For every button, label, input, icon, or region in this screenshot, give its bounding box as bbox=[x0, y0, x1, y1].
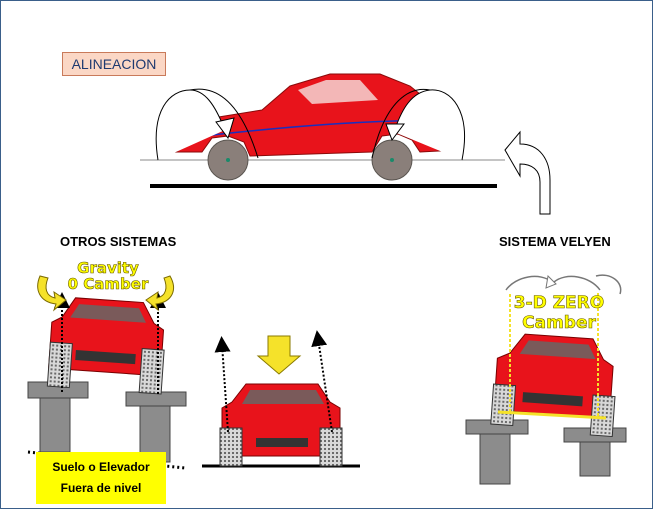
note-line1: Suelo o Elevador bbox=[52, 460, 150, 474]
middle-car-scene bbox=[202, 330, 360, 468]
right-section-title: SISTEMA VELYEN bbox=[499, 234, 611, 249]
note-line2: Fuera de nivel bbox=[60, 481, 142, 495]
side-view-car bbox=[140, 73, 551, 215]
car-window bbox=[298, 80, 378, 104]
zero-badge-line2: Camber bbox=[522, 313, 596, 334]
right-lift-scene bbox=[465, 274, 627, 485]
left-section-title: OTROS SISTEMAS bbox=[60, 234, 177, 249]
gravity-camber-badge: Gravity 0 Camber bbox=[58, 259, 158, 293]
gravity-badge-line1: Gravity bbox=[77, 259, 139, 277]
page-title: ALINEACION bbox=[62, 52, 166, 76]
zero-camber-badge: 3-D ZERO Camber bbox=[504, 293, 614, 334]
return-arrow-icon bbox=[504, 130, 551, 215]
zero-badge-line1: 3-D ZERO bbox=[513, 293, 605, 314]
down-arrow-icon bbox=[256, 335, 302, 375]
level-line bbox=[497, 410, 607, 420]
gravity-badge-line2: 0 Camber bbox=[67, 275, 149, 293]
left-lift-scene bbox=[27, 275, 187, 470]
uneven-floor-note: Suelo o Elevador Fuera de nivel bbox=[36, 452, 166, 504]
